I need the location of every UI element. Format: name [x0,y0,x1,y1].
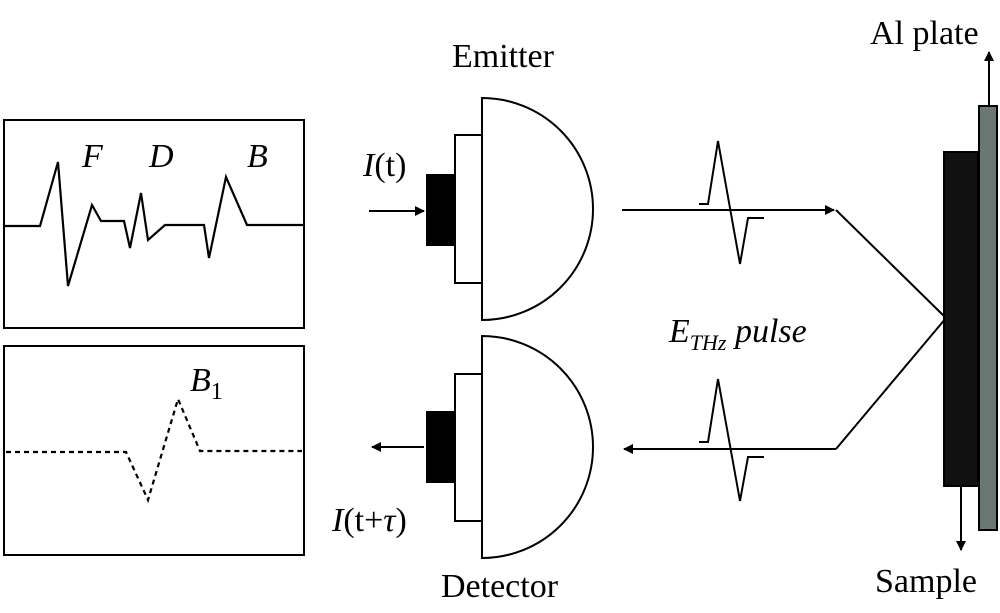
detector-lens [481,334,594,560]
sample-assembly: Al plate Sample [870,15,998,600]
detector-label: Detector [441,568,559,605]
peak-label-b1: B1 [190,362,223,405]
output-current-label: I(t+τ) [331,502,407,539]
input-current-label: I(t) [362,147,406,184]
peak-label-b: B [247,138,268,175]
peak-label-f: F [81,138,104,175]
sample-layer [943,151,979,487]
thz-beam: ETHz pulse [622,140,948,502]
reflected-pulse-waveform [699,378,764,502]
emitter-antenna-substrate [454,134,483,284]
detector-contact [426,411,455,483]
top-waveform-panel: F D B [3,119,305,329]
emitter-lens [481,96,594,322]
al-plate [978,105,998,531]
incident-pulse-waveform [699,140,764,265]
al-plate-label: Al plate [870,15,979,52]
peak-label-d: D [148,138,174,175]
thz-pulse-label: ETHz pulse [668,313,807,355]
sample-label: Sample [875,563,977,600]
emitter-contact [426,174,455,246]
reflection-path [835,209,948,450]
detector-antenna-substrate [454,373,483,522]
emitter-label: Emitter [452,38,555,75]
bottom-waveform-frame [3,345,305,556]
bottom-waveform-trace [6,395,302,504]
detector: I(t+τ) Detector [331,334,594,605]
emitter: Emitter I(t) [362,38,594,322]
top-waveform-trace [4,161,304,287]
bottom-waveform-panel: B1 [3,345,305,556]
